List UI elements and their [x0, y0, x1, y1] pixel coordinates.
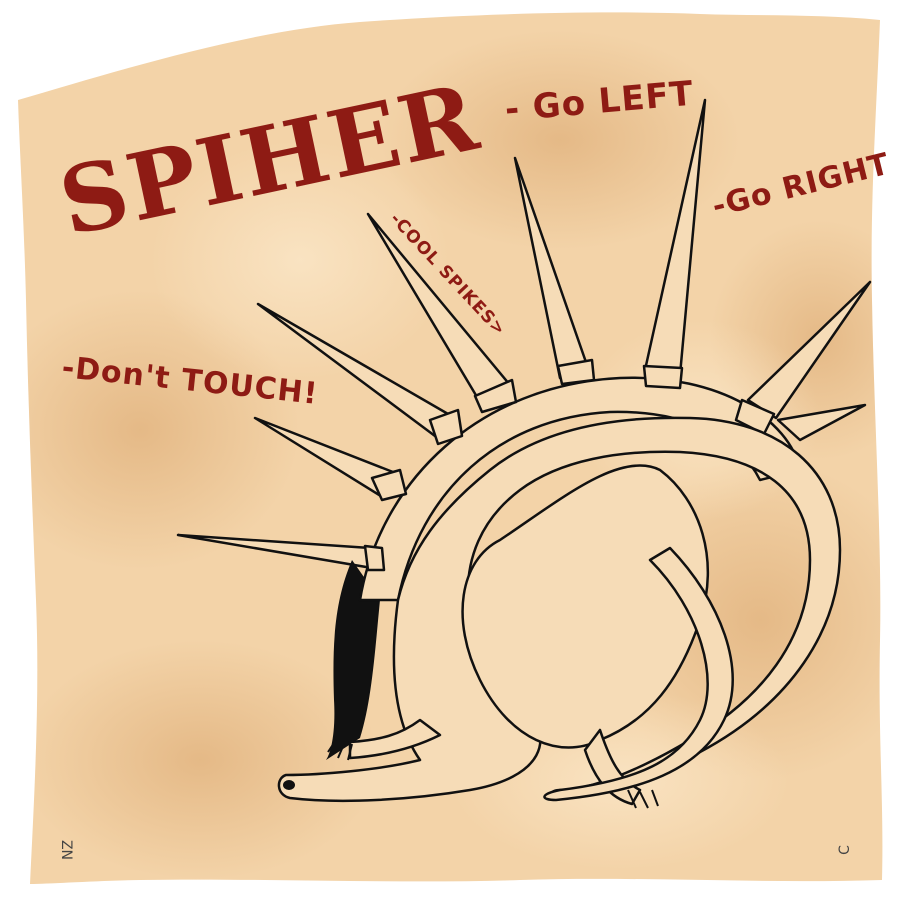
tail — [543, 546, 734, 802]
spike-8 — [776, 403, 867, 442]
creature-torso — [461, 464, 710, 749]
artist-signature-right: C — [836, 845, 853, 855]
creature-nose — [283, 780, 295, 790]
back-leg — [348, 718, 442, 760]
feet — [327, 739, 659, 809]
creature-body — [277, 358, 842, 806]
body-shadow — [326, 560, 380, 760]
creature-neck — [277, 416, 842, 803]
artist-signature-left: ZN — [58, 839, 75, 861]
